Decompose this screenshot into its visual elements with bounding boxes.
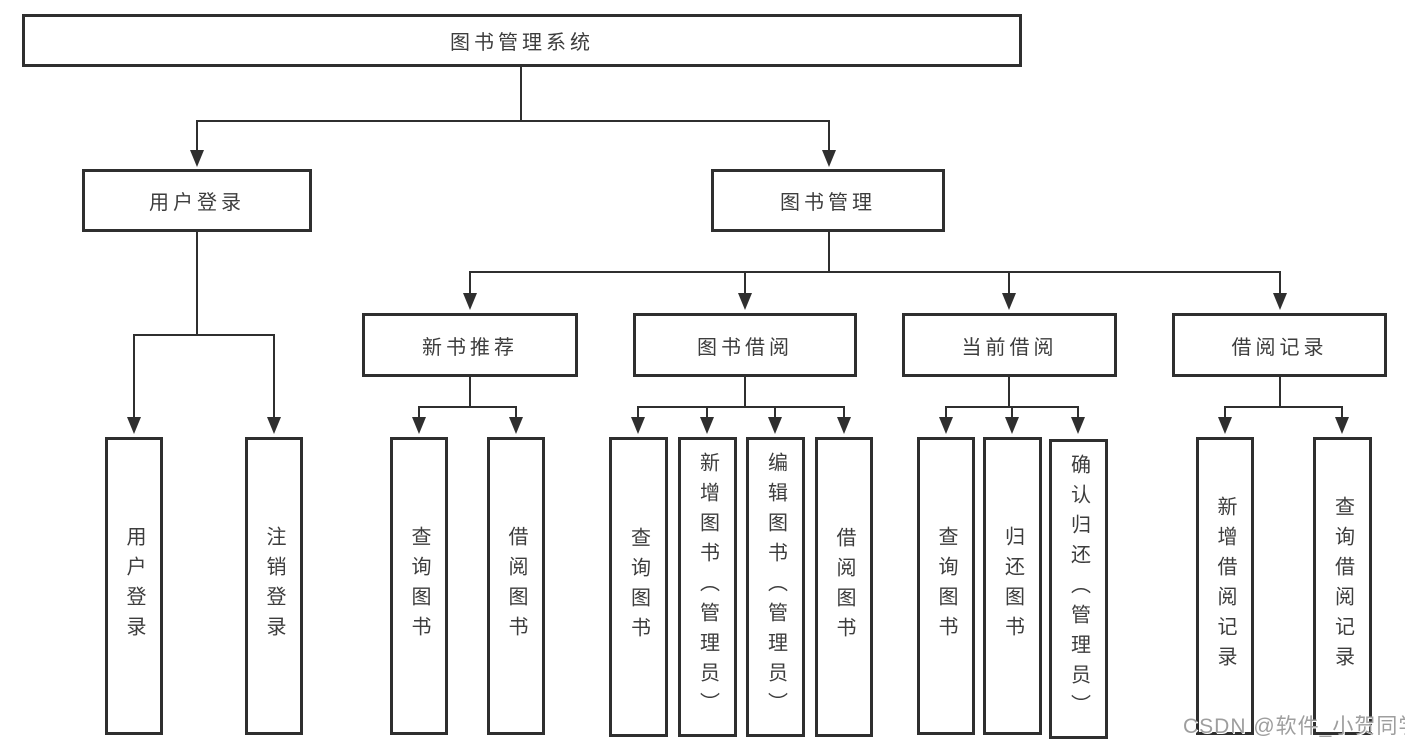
leaf-user-login: 用户登录 <box>105 437 163 735</box>
node-label: 用户登录 <box>123 526 145 646</box>
leaf-logout: 注销登录 <box>245 437 303 735</box>
arrow-down-icon <box>1273 293 1287 310</box>
arrow-down-icon <box>1218 417 1232 434</box>
leaf-borrow-query-books: 查询图书 <box>609 437 668 737</box>
arrow-down-icon <box>509 417 523 434</box>
node-label: 编辑图书（管理员） <box>764 452 787 722</box>
connector-to-logout-leaf <box>273 334 275 419</box>
connector-leaf <box>1224 406 1226 419</box>
connector-bookborrow-stem <box>744 377 746 408</box>
connector-mgmt-split <box>469 271 1281 273</box>
arrow-down-icon <box>267 417 281 434</box>
node-label: 图书管理系统 <box>450 32 594 54</box>
node-label: 借阅图书 <box>833 527 855 647</box>
node-label: 查询借阅记录 <box>1331 496 1354 676</box>
connector-records-split <box>1224 406 1343 408</box>
node-library-management-system: 图书管理系统 <box>22 14 1022 67</box>
node-book-borrow: 图书借阅 <box>633 313 857 377</box>
node-label: 归还图书 <box>1001 526 1024 646</box>
arrow-down-icon <box>1005 417 1019 434</box>
arrow-down-icon <box>1002 293 1016 310</box>
node-label: 确认归还（管理员） <box>1067 454 1090 724</box>
connector-leaf <box>945 406 947 419</box>
arrow-down-icon <box>1335 417 1349 434</box>
connector-root-stem <box>520 66 522 122</box>
connector-leaf <box>418 406 420 419</box>
connector-leaf <box>1341 406 1343 419</box>
connector-to-new-book <box>469 271 471 295</box>
node-label: 图书借阅 <box>697 336 793 359</box>
connector-records-stem <box>1279 377 1281 408</box>
node-label: 借阅记录 <box>1231 336 1328 359</box>
connector-to-borrow-records <box>1279 271 1281 295</box>
arrow-down-icon <box>939 417 953 434</box>
connector-mgmt-stem <box>828 232 830 273</box>
node-label: 新增借阅记录 <box>1214 496 1236 676</box>
leaf-add-books-admin: 新增图书（管理员） <box>678 437 737 737</box>
arrow-down-icon <box>822 150 836 167</box>
connector-root-split <box>196 120 830 122</box>
leaf-edit-books-admin: 编辑图书（管理员） <box>746 437 805 737</box>
connector-leaf <box>843 406 845 419</box>
arrow-down-icon <box>700 417 714 434</box>
connector-newbook-stem <box>469 377 471 408</box>
node-book-management: 图书管理 <box>711 169 945 232</box>
arrow-down-icon <box>127 417 141 434</box>
connector-to-book-borrow <box>744 271 746 295</box>
node-label: 查询图书 <box>627 527 650 647</box>
node-label: 注销登录 <box>263 526 285 646</box>
connector-leaf <box>1077 406 1079 419</box>
leaf-newbook-query-books: 查询图书 <box>390 437 448 735</box>
leaf-current-query-books: 查询图书 <box>917 437 975 735</box>
connector-leaf <box>1011 406 1013 419</box>
leaf-newbook-borrow-books: 借阅图书 <box>487 437 545 735</box>
connector-user-split <box>133 334 275 336</box>
arrow-down-icon <box>463 293 477 310</box>
connector-to-book-management <box>828 120 830 153</box>
connector-leaf <box>637 406 639 419</box>
connector-to-login-leaf <box>133 334 135 419</box>
node-label: 图书管理 <box>780 192 876 214</box>
arrow-down-icon <box>738 293 752 310</box>
node-borrow-records: 借阅记录 <box>1172 313 1387 377</box>
connector-bookborrow-split <box>637 406 845 408</box>
node-label: 借阅图书 <box>505 526 527 646</box>
node-label: 当前借阅 <box>961 336 1058 359</box>
node-label: 查询图书 <box>408 526 430 646</box>
node-label: 新书推荐 <box>422 336 518 359</box>
node-new-book-recommend: 新书推荐 <box>362 313 578 377</box>
leaf-return-books: 归还图书 <box>983 437 1042 735</box>
arrow-down-icon <box>412 417 426 434</box>
leaf-query-borrow-record: 查询借阅记录 <box>1313 437 1372 735</box>
arrow-down-icon <box>190 150 204 167</box>
connector-user-stem <box>196 232 198 336</box>
connector-leaf <box>515 406 517 419</box>
node-label: 新增图书（管理员） <box>696 452 719 722</box>
connector-currentborrow-stem <box>1008 377 1010 408</box>
connector-leaf <box>706 406 708 419</box>
csdn-watermark: CSDN @软件_小贺同学 <box>1183 715 1405 738</box>
arrow-down-icon <box>1071 417 1085 434</box>
leaf-confirm-return-admin: 确认归还（管理员） <box>1049 439 1108 739</box>
node-label: 用户登录 <box>149 192 245 214</box>
connector-to-user-login <box>196 120 198 153</box>
arrow-down-icon <box>768 417 782 434</box>
node-current-borrow: 当前借阅 <box>902 313 1117 377</box>
leaf-borrow-books: 借阅图书 <box>815 437 873 737</box>
arrow-down-icon <box>631 417 645 434</box>
connector-to-current-borrow <box>1008 271 1010 295</box>
node-user-login: 用户登录 <box>82 169 312 232</box>
connector-newbook-split <box>418 406 517 408</box>
connector-leaf <box>774 406 776 419</box>
node-label: 查询图书 <box>935 526 957 646</box>
leaf-add-borrow-record: 新增借阅记录 <box>1196 437 1254 735</box>
arrow-down-icon <box>837 417 851 434</box>
